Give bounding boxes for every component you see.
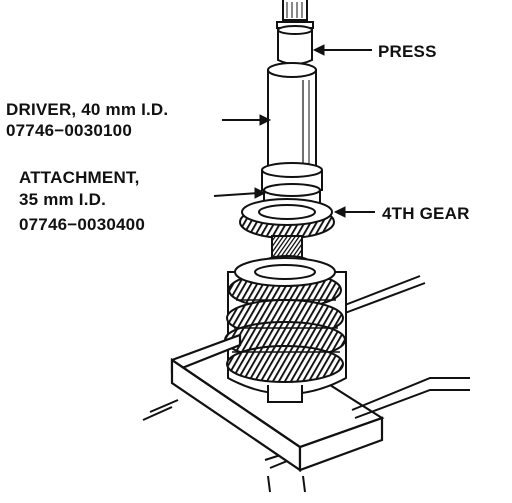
leader-lines bbox=[213, 44, 375, 218]
driver-label: DRIVER, 40 mm I.D. bbox=[6, 100, 168, 119]
shaft-end bbox=[267, 385, 303, 403]
press-label: PRESS bbox=[378, 42, 437, 61]
fourth-gear-label: 4TH GEAR bbox=[382, 204, 470, 223]
attachment-label: ATTACHMENT, bbox=[19, 168, 140, 187]
gear-cluster bbox=[224, 257, 347, 395]
fourth-gear bbox=[239, 198, 335, 239]
driver-tool bbox=[261, 62, 323, 191]
press-ram bbox=[276, 0, 314, 65]
attachment-part-number: 07746−0030400 bbox=[19, 215, 145, 234]
driver-part-number: 07746−0030100 bbox=[6, 121, 132, 140]
attachment-size: 35 mm I.D. bbox=[19, 190, 106, 209]
support-block bbox=[170, 333, 385, 473]
